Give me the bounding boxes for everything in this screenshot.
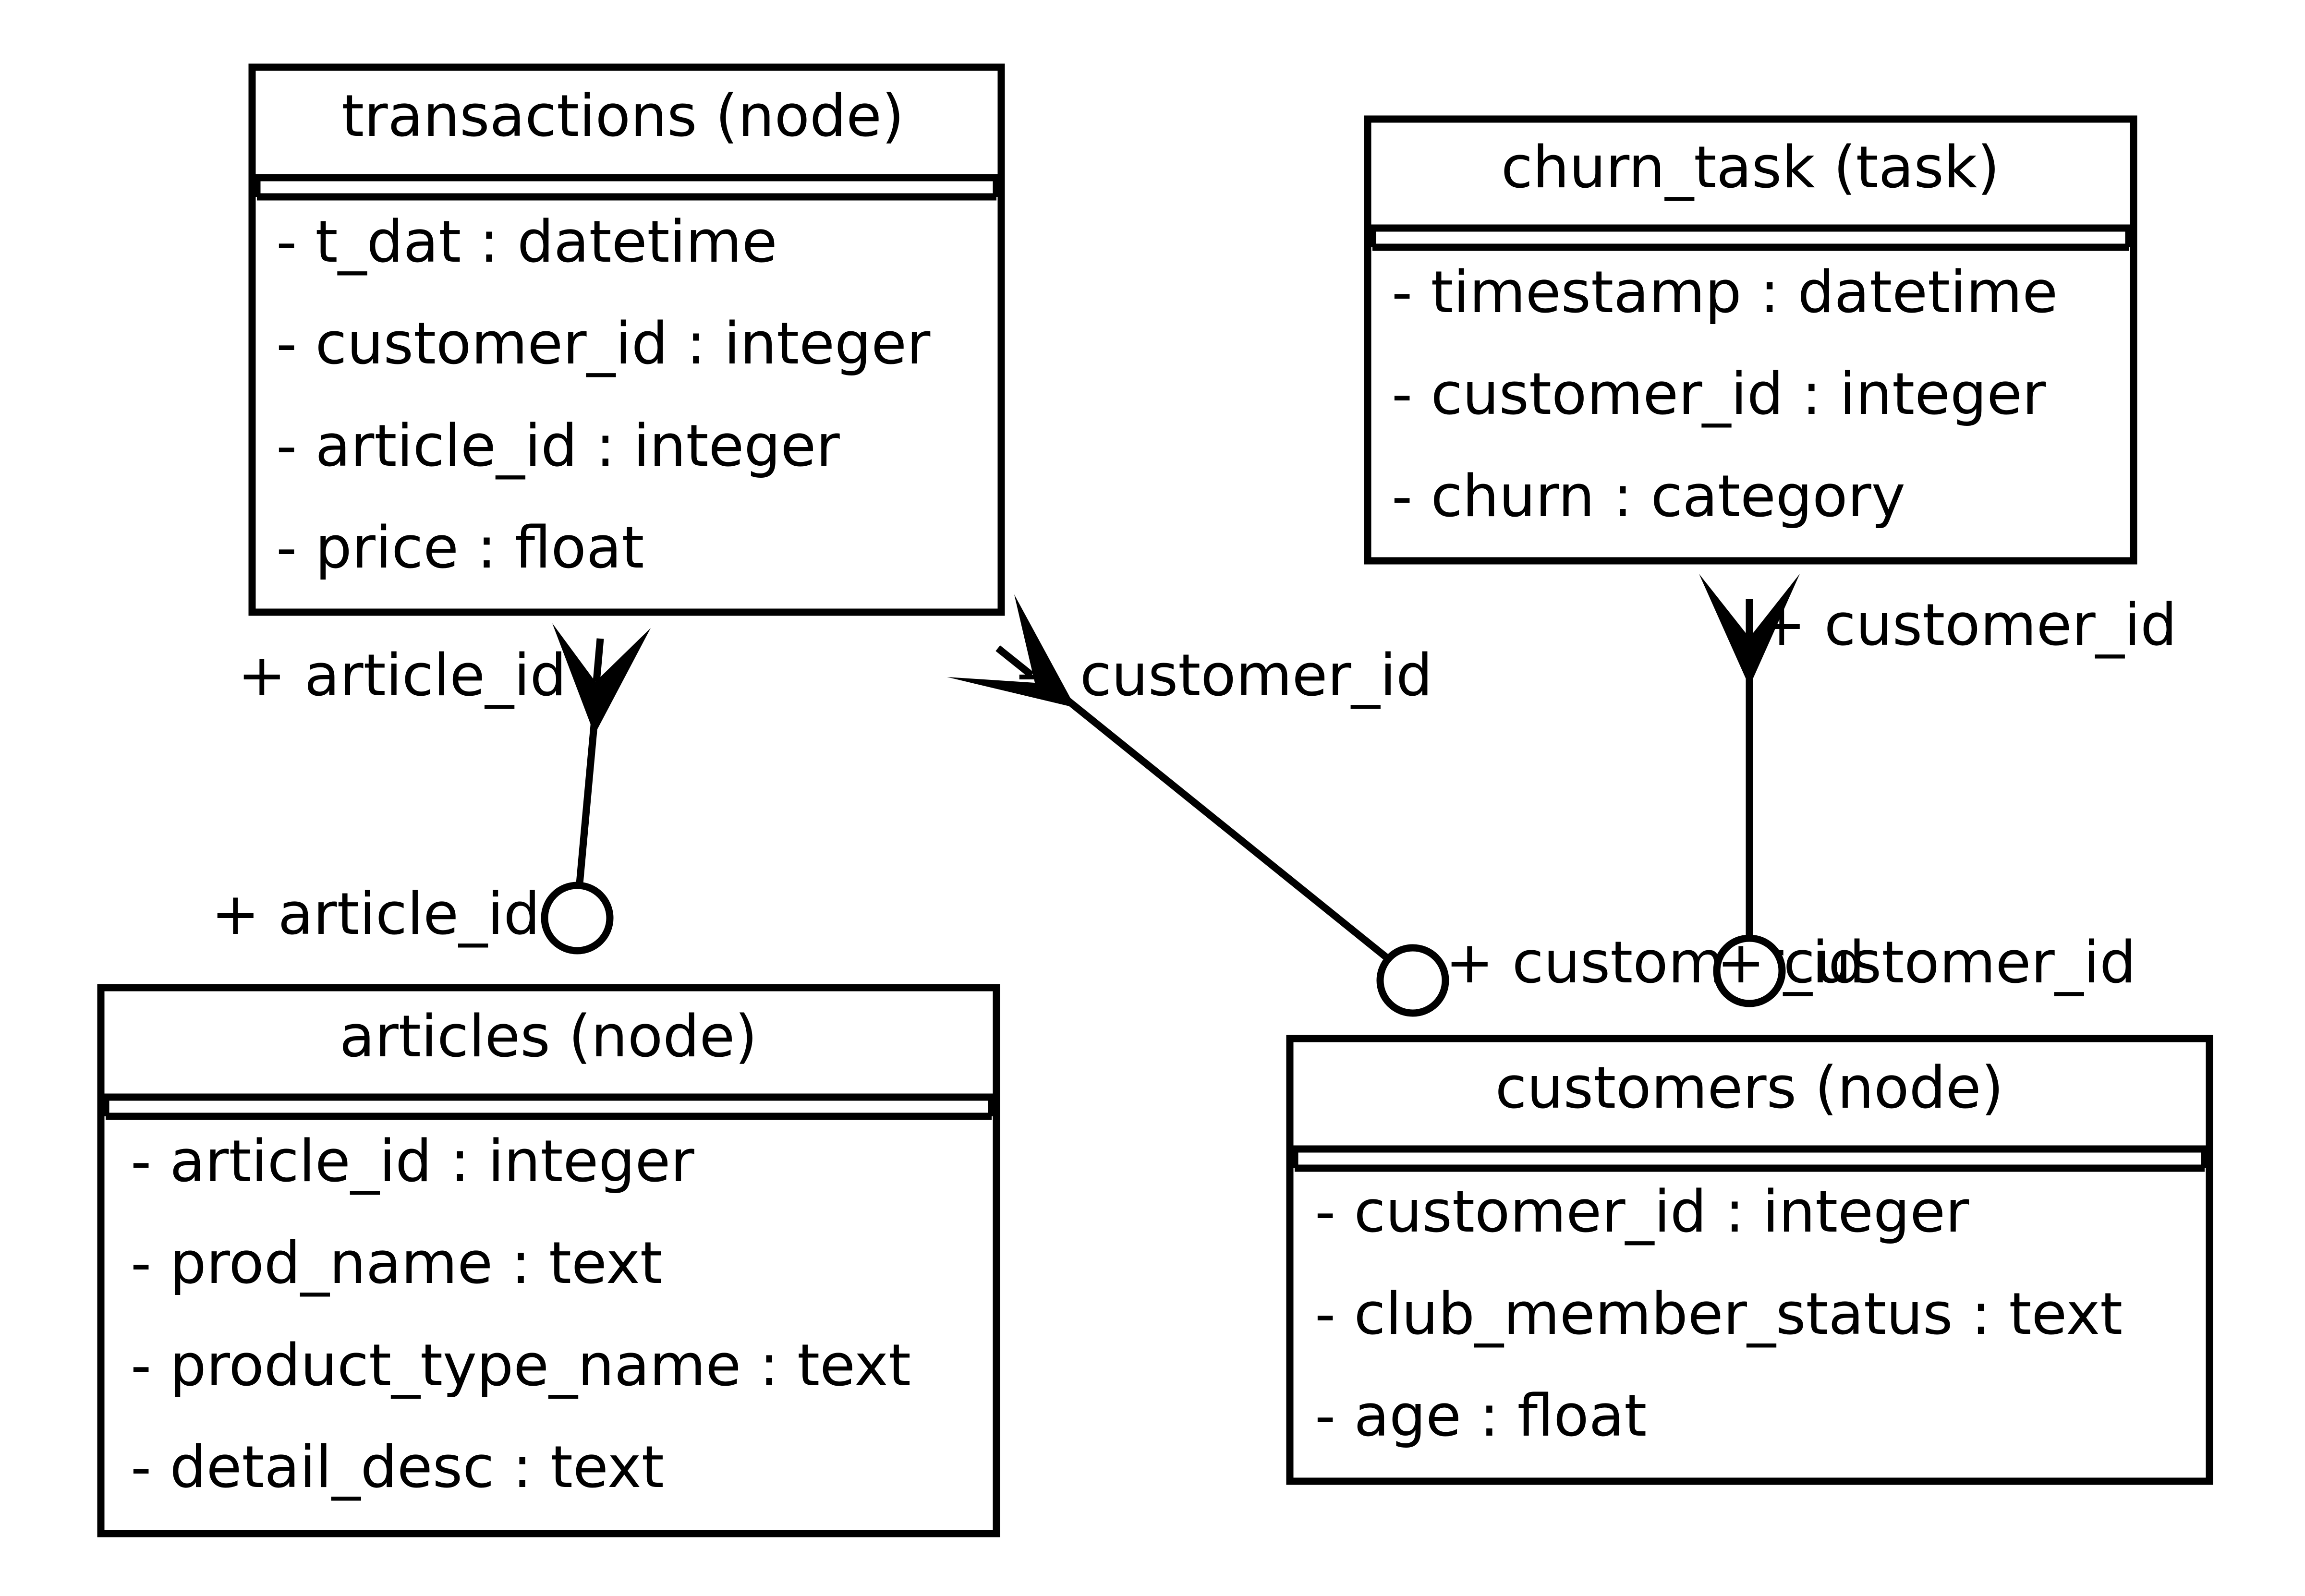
entity-attribute: - timestamp : datetime [1392,259,2058,326]
entity-attribute: - detail_desc : text [131,1434,664,1501]
entity-attribute: - product_type_name : text [131,1332,911,1399]
relation-customers-transactions[interactable]: + customer_id + customer_id [947,594,1865,1017]
entity-title: transactions (node) [341,83,904,150]
entity-articles[interactable]: articles (node) - article_id : integer -… [97,984,1000,1537]
entity-title: customers (node) [1495,1055,2004,1122]
relation-label: + article_id [238,642,567,709]
entity-attribute: - customer_id : integer [1315,1179,1969,1245]
entity-attribute: - t_dat : datetime [276,209,777,276]
relation-label: + article_id [211,881,540,948]
crowfoot-arrow-icon [947,594,1076,708]
relation-customers-churn-task[interactable]: + customer_id + customer_id [1699,574,2177,1007]
crowfoot-arrow-icon [552,623,651,735]
entity-attribute: - churn : category [1392,463,1905,530]
relation-label: + customer_id [1013,642,1432,709]
entity-attribute: - club_member_status : text [1315,1281,2123,1348]
entity-attribute: - customer_id : integer [276,311,931,377]
relation-line [576,720,598,884]
entity-attribute: - price : float [276,515,644,581]
tick-mark-icon [593,638,604,682]
crowfoot-arrow-icon [1699,574,1800,687]
relation-label: + customer_id [1758,592,2177,659]
entity-title: churn_task (task) [1501,134,2000,201]
relation-label: + customer_id [1717,930,2136,996]
relation-line [1061,694,1388,960]
entity-churn-task[interactable]: churn_task (task) - timestamp : datetime… [1364,115,2137,565]
entity-customers[interactable]: customers (node) - customer_id : integer… [1286,1035,2213,1485]
zero-or-one-icon [1713,934,1786,1007]
zero-or-one-icon [541,882,614,955]
tick-mark-icon [995,645,1034,678]
entity-title: articles (node) [340,1004,757,1070]
zero-or-one-icon [1376,944,1449,1017]
entity-transactions[interactable]: transactions (node) - t_dat : datetime -… [248,63,1005,616]
relation-label: + customer_id [1445,930,1865,996]
entity-attribute: - prod_name : text [131,1230,663,1297]
entity-attribute: - age : float [1315,1383,1647,1450]
entity-attribute: - article_id : integer [131,1128,694,1195]
entity-attribute: - customer_id : integer [1392,361,2046,428]
relation-articles-transactions[interactable]: + article_id + article_id [211,623,651,955]
entity-attribute: - article_id : integer [276,413,840,480]
